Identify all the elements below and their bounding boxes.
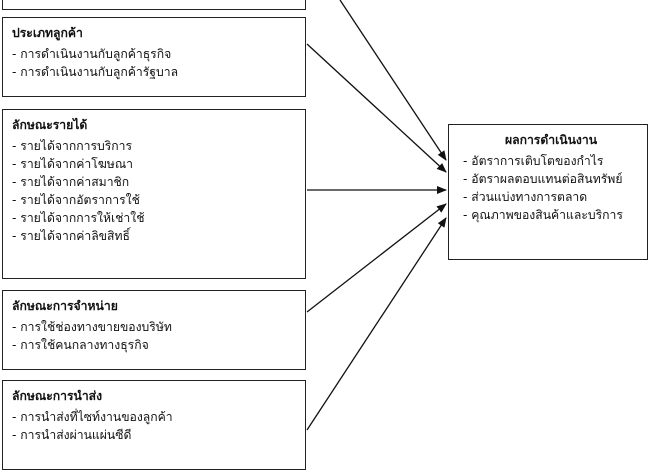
arrow-delivery — [306, 217, 447, 431]
arrow-customer-type — [306, 43, 447, 173]
factor-box-delivery: ลักษณะการนำส่ง การนำส่งที่ไซท์งานของลูกค… — [2, 380, 306, 470]
box-title: ลักษณะการจำหน่าย — [12, 299, 118, 313]
box-item: การนำส่งที่ไซท์งานของลูกค้า — [12, 408, 296, 426]
box-item: การใช้คนกลางทางธุรกิจ — [12, 336, 296, 354]
box-title: ลักษณะการนำส่ง — [12, 389, 103, 403]
factor-box-customer-type: ประเภทลูกค้า การดำเนินงานกับลูกค้าธุรกิจ… — [2, 17, 306, 97]
box-item: รายได้จากอัตราการใช้ — [12, 191, 296, 209]
arrow-top — [339, 0, 447, 161]
factor-box-revenue: ลักษณะรายได้ รายได้จากการบริการ รายได้จา… — [2, 109, 306, 279]
box-title: ประเภทลูกค้า — [12, 26, 83, 40]
box-item: รายได้จากการบริการ — [12, 137, 296, 155]
box-item: รายได้จากค่าโฆษณา — [12, 155, 296, 173]
box-item: การดำเนินงานกับลูกค้ารัฐบาล — [12, 63, 296, 81]
result-item: อัตราการเติบโตของกำไร — [463, 152, 639, 170]
factor-box-distribution: ลักษณะการจำหน่าย การใช้ช่องทางขายของบริษ… — [2, 290, 306, 370]
factor-box-top — [2, 0, 306, 10]
result-box-performance: ผลการดำเนินงาน อัตราการเติบโตของกำไร อัต… — [448, 124, 648, 260]
box-item: การใช้ช่องทางขายของบริษัท — [12, 318, 296, 336]
arrow-distribution — [306, 203, 447, 313]
box-item: รายได้จากการให้เช่าใช้ — [12, 209, 296, 227]
box-item: รายได้จากค่าลิขสิทธิ์ — [12, 227, 296, 245]
box-title: ลักษณะรายได้ — [12, 118, 88, 132]
box-item: การนำส่งผ่านแผ่นซีดี — [12, 426, 296, 444]
box-item: การดำเนินงานกับลูกค้าธุรกิจ — [12, 45, 296, 63]
box-item: รายได้จากค่าสมาชิก — [12, 173, 296, 191]
result-title: ผลการดำเนินงาน — [504, 133, 598, 147]
result-item: อัตราผลตอบแทนต่อสินทรัพย์ — [463, 170, 639, 188]
result-item: ส่วนแบ่งทางการตลาด — [463, 188, 639, 206]
result-item: คุณภาพของสินค้าและบริการ — [463, 206, 639, 224]
